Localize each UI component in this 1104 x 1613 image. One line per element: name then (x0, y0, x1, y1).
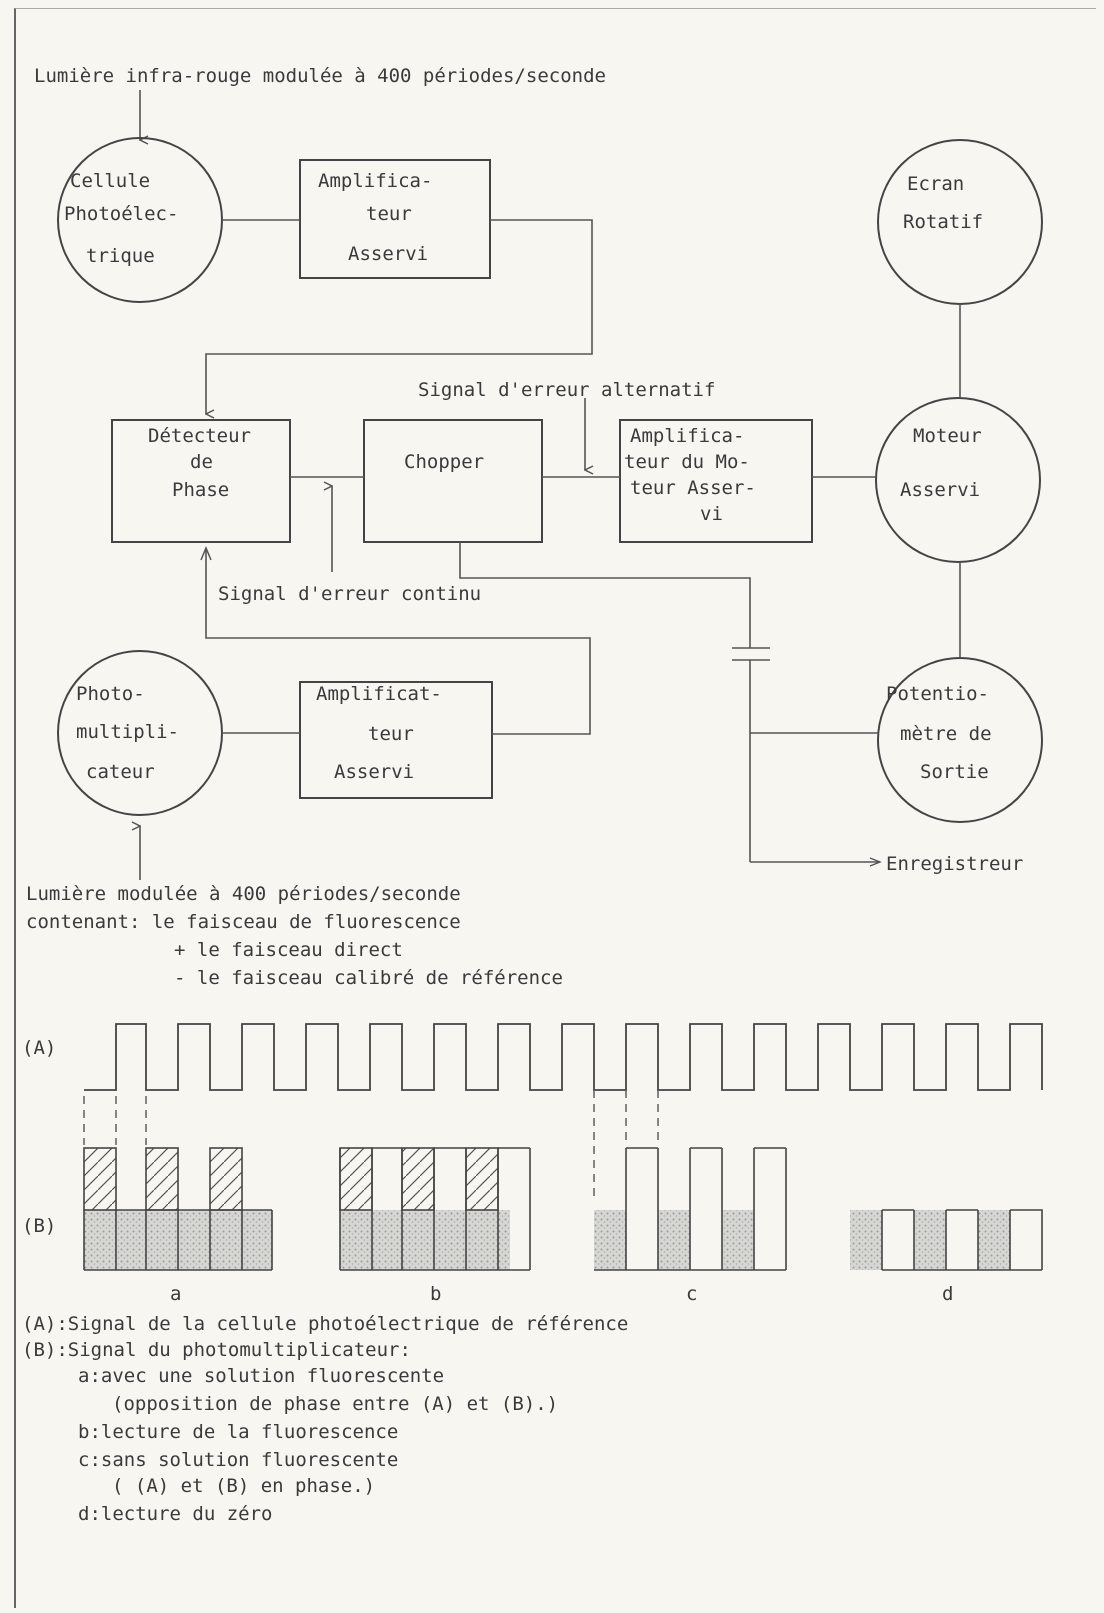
enregistreur-label: Enregistreur (886, 853, 1023, 875)
potentio-line2: mètre de (900, 723, 992, 745)
ecran-line2: Rotatif (903, 211, 983, 233)
waveform-group-a (83, 1147, 273, 1271)
label-a: a (170, 1283, 181, 1305)
input-bottom-line4: - le faisceau calibré de référence (174, 967, 563, 989)
ampli1-line3: Asservi (348, 243, 428, 265)
ampli1-line1: Amplifica- (318, 170, 432, 192)
wire-ampli2-detecteur (205, 548, 591, 735)
signal-alternatif-label: Signal d'erreur alternatif (418, 379, 715, 401)
detecteur-line1: Détecteur (148, 425, 251, 447)
waveform-A (84, 1023, 1043, 1091)
legend-line5: b:lecture de la fluorescence (78, 1421, 398, 1443)
input-top-label: Lumière infra-rouge modulée à 400 périod… (34, 65, 606, 87)
photomulti-line2: multipli- (76, 721, 179, 743)
arrow-into-detecteur (200, 546, 212, 561)
legend-line4: (opposition de phase entre (A) et (B).) (112, 1393, 558, 1415)
label-B: (B) (22, 1215, 56, 1237)
detecteur-line2: de (190, 451, 213, 473)
label-c: c (686, 1283, 697, 1305)
wire-ampli1-detecteur (206, 219, 593, 414)
ampli2-line3: Asservi (334, 761, 414, 783)
ecran-line1: Ecran (907, 173, 964, 195)
input-bottom-line2: contenant: le faisceau de fluorescence (26, 911, 461, 933)
legend-line7: ( (A) et (B) en phase.) (112, 1475, 375, 1497)
ampli-moteur-line1: Amplifica- (630, 425, 744, 447)
legend-line2: (B):Signal du photomultiplicateur: (22, 1339, 411, 1361)
waveform-group-c (594, 1147, 787, 1271)
cellule-line2: Photoélec- (64, 203, 178, 225)
amplificateur-moteur-asservi (619, 419, 813, 543)
label-d: d (942, 1283, 953, 1305)
label-A: (A) (22, 1037, 56, 1059)
ampli-moteur-line3: teur Asser- (630, 477, 756, 499)
wire-chopper-condensateur (459, 542, 751, 648)
detecteur-de-phase (111, 419, 291, 543)
amplificateur-asservi-2 (299, 681, 493, 799)
signal-continu-label: Signal d'erreur continu (218, 583, 481, 605)
input-bottom-line3: + le faisceau direct (174, 939, 403, 961)
moteur-line1: Moteur (913, 425, 982, 447)
moteur-asservi (875, 397, 1041, 563)
cellule-line3: trique (86, 245, 155, 267)
waveform-group-d (850, 1209, 1043, 1271)
detecteur-line3: Phase (172, 479, 229, 501)
arrow-enregistreur (869, 857, 882, 867)
photomulti-line1: Photo- (76, 683, 145, 705)
chopper-label: Chopper (404, 451, 484, 473)
ampli1-line2: teur (366, 203, 412, 225)
cellule-line1: Cellule (70, 170, 150, 192)
legend-line8: d:lecture du zéro (78, 1503, 272, 1525)
ampli-moteur-line2: teur du Mo- (624, 451, 750, 473)
moteur-line2: Asservi (900, 479, 980, 501)
legend-line6: c:sans solution fluorescente (78, 1449, 398, 1471)
photomulti-line3: cateur (86, 761, 155, 783)
ampli2-line1: Amplificat- (316, 683, 442, 705)
chopper (363, 419, 543, 543)
waveform-group-b (339, 1147, 531, 1271)
potentio-line1: Potentio- (886, 683, 989, 705)
potentio-line3: Sortie (920, 761, 989, 783)
input-bottom-line1: Lumière modulée à 400 périodes/seconde (26, 883, 461, 905)
legend-line1: (A):Signal de la cellule photoélectrique… (22, 1313, 628, 1335)
label-b: b (430, 1283, 441, 1305)
legend-line3: a:avec une solution fluorescente (78, 1365, 444, 1387)
amplificateur-asservi-1 (299, 159, 491, 279)
page-border (14, 8, 1096, 1608)
ampli-moteur-line4: vi (700, 503, 723, 525)
ampli2-line2: teur (368, 723, 414, 745)
